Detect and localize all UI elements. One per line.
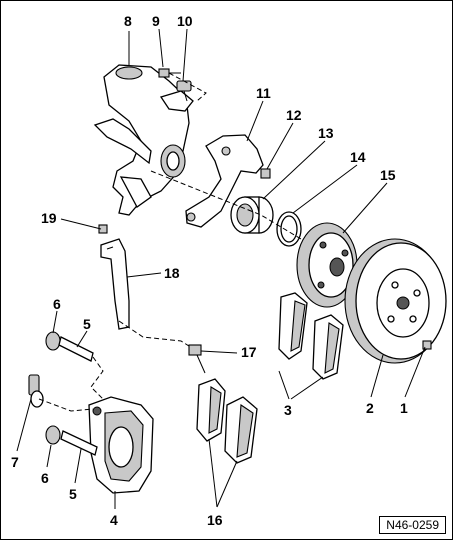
brake-hose-path <box>118 320 198 352</box>
brake-pads-upper <box>278 292 344 380</box>
wheel-bearing <box>230 196 274 234</box>
callout-8: 8 <box>124 13 132 29</box>
leader-lines <box>16 28 426 509</box>
figure-reference-code: N46-0259 <box>379 516 446 534</box>
alignment-line-pin-upper <box>90 356 104 400</box>
callout-3: 3 <box>284 402 292 418</box>
circlip <box>276 211 302 247</box>
callout-2: 2 <box>366 400 374 416</box>
shield-bolt <box>260 168 271 179</box>
callout-19: 19 <box>41 210 57 226</box>
callout-13: 13 <box>318 125 334 141</box>
callout-6-upper: 6 <box>53 296 61 312</box>
wheel-hub <box>296 222 358 308</box>
hose-bracket <box>100 238 130 330</box>
guide-pin-upper <box>45 331 94 362</box>
callout-9: 9 <box>152 13 160 29</box>
alignment-line-knuckle <box>168 72 207 102</box>
callout-1: 1 <box>400 400 408 416</box>
wear-sensor <box>188 344 206 374</box>
brake-pads-lower <box>196 378 258 464</box>
callout-5-upper: 5 <box>83 316 91 332</box>
speed-sensor <box>176 80 192 102</box>
callout-5-lower: 5 <box>69 486 77 502</box>
callout-14: 14 <box>350 149 366 165</box>
callout-12: 12 <box>286 107 302 123</box>
callout-11: 11 <box>256 85 271 101</box>
bleeder-valve <box>28 374 44 408</box>
alignment-line-bleeder <box>38 398 94 412</box>
guide-pin-lower <box>45 425 98 456</box>
callout-4: 4 <box>110 512 118 528</box>
callout-16: 16 <box>207 512 223 528</box>
disc-screw <box>422 340 432 350</box>
callout-7: 7 <box>11 454 19 470</box>
steering-knuckle <box>93 64 194 216</box>
callout-labels: 8 9 10 11 12 13 14 15 19 18 6 5 17 3 2 1… <box>11 13 408 528</box>
brake-caliper <box>88 396 154 494</box>
callout-17: 17 <box>241 344 257 360</box>
callout-10: 10 <box>177 13 193 29</box>
brake-disc <box>344 238 447 364</box>
splash-shield <box>185 134 264 228</box>
callout-15: 15 <box>380 167 396 183</box>
callout-18: 18 <box>164 265 180 281</box>
callout-6-lower: 6 <box>41 470 49 486</box>
